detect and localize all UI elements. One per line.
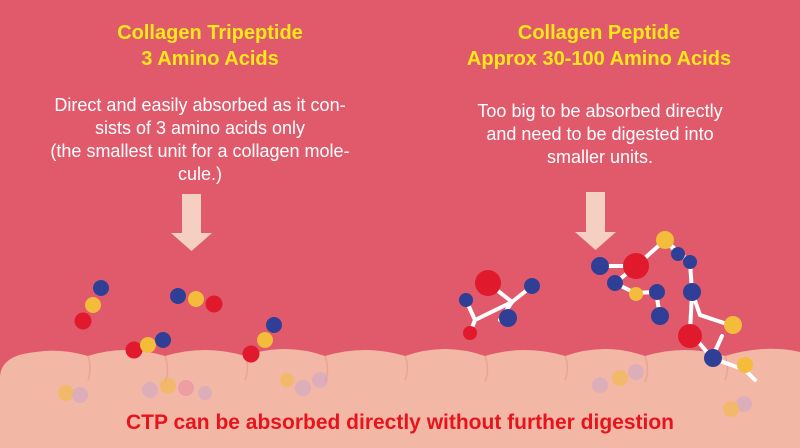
footer-caption: CTP can be absorbed directly without fur… xyxy=(125,411,674,434)
peptide-molecule-1 xyxy=(464,281,534,335)
collagen-peptide-title-line2: Approx 30-100 Amino Acids xyxy=(466,48,732,70)
tripeptide-3 xyxy=(125,332,171,359)
collagen-peptide-description: Too big to be absorbed directly and need… xyxy=(477,101,723,167)
ctp-title-line2: 3 Amino Acids xyxy=(141,48,279,70)
peptide-molecule-1-atoms xyxy=(459,270,540,340)
peptide-chain-atoms xyxy=(591,231,753,373)
collagen-peptide-title: Collagen Peptide Approx 30-100 Amino Aci… xyxy=(418,20,780,72)
tripeptide-2 xyxy=(170,288,223,313)
ctp-title-line1: Collagen Tripeptide xyxy=(117,22,303,44)
collagen-peptide-title-line1: Collagen Peptide xyxy=(517,22,681,44)
ctp-title: Collagen Tripeptide 3 Amino Acids xyxy=(60,20,360,72)
ctp-description: Direct and easily absorbed as it con- si… xyxy=(50,95,350,184)
tripeptide-4 xyxy=(242,317,282,363)
left-arrow-icon xyxy=(171,194,212,251)
right-arrow-icon xyxy=(575,192,616,250)
intestine-wall xyxy=(0,348,800,448)
absorbed-molecules xyxy=(58,364,752,417)
tripeptide-1 xyxy=(74,280,109,330)
